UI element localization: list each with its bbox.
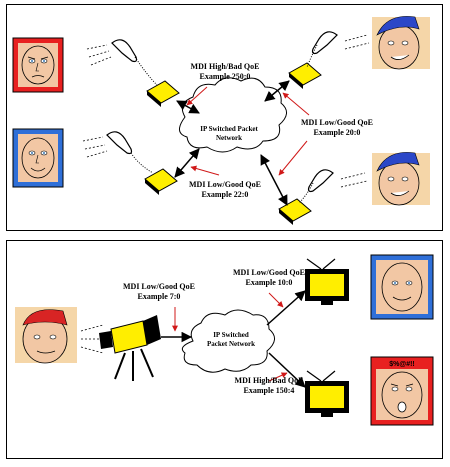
connection-arrow <box>174 148 200 178</box>
mdi-label-line1: MDI Low/Good QoE <box>123 282 195 291</box>
mdi-label-line2: Example 20:0 <box>314 128 361 137</box>
mdi-label-line1: MDI Low/Good QoE <box>233 268 305 277</box>
voip-diagram-panel: IP Switched Packet Network <box>6 4 443 231</box>
video-camera-icon <box>99 315 161 381</box>
happy-user-face-left <box>12 128 64 188</box>
angry-shout-text: $%@#!! <box>389 361 415 368</box>
phone-handset-icon <box>86 39 138 66</box>
voip-diagram-canvas: IP Switched Packet Network <box>12 16 430 225</box>
television-icon <box>305 258 349 305</box>
connection-arrow <box>268 352 306 388</box>
mdi-label-line2: Example 22:0 <box>202 190 249 199</box>
mdi-label-line1: MDI Low/Good QoE <box>301 118 373 127</box>
ip-network-cloud: IP Switched Packet Network <box>179 77 287 153</box>
happy-user-face-cap-top <box>372 16 430 70</box>
measurement-pointer-arrow <box>268 292 284 308</box>
phone-handset-icon <box>307 169 368 193</box>
unhappy-user-face <box>12 37 64 93</box>
phone-base-icon <box>146 80 180 107</box>
angry-viewer-face: $%@#!! <box>370 356 434 426</box>
happy-user-face-cap-right <box>372 152 430 206</box>
cloud-label-line2: Network <box>216 134 242 142</box>
phone-base-icon <box>278 198 312 225</box>
measurement-pointer-arrow <box>278 140 308 176</box>
iptv-diagram-canvas: IP Switched Packet Network $%@#!! <box>15 254 434 426</box>
mdi-label-line1: MDI Low/Good QoE <box>189 180 261 189</box>
connection-arrow <box>176 100 200 114</box>
phone-handset-icon <box>82 131 133 158</box>
measurement-pointer-arrow <box>186 86 208 106</box>
connection-arrow <box>260 154 288 206</box>
mdi-label-line1: MDI High/Bad QoE <box>191 62 260 71</box>
iptv-diagram-panel: IP Switched Packet Network $%@#!! <box>6 240 443 459</box>
cloud-label-line1: IP Switched Packet <box>200 125 258 133</box>
mdi-label-line2: Example 7:0 <box>138 292 181 301</box>
mdi-label-line2: Example 250:0 <box>200 72 251 81</box>
mdi-label-line2: Example 150:4 <box>244 386 295 395</box>
happy-viewer-face <box>370 254 434 320</box>
cloud-label-line1: IP Switched <box>213 331 249 339</box>
connection-arrow <box>266 290 306 326</box>
phone-handset-icon <box>311 31 370 55</box>
phone-base-icon <box>288 62 322 89</box>
cloud-label-line2: Packet Network <box>207 340 255 348</box>
broadcaster-face-cap <box>15 307 77 364</box>
phone-base-icon <box>144 168 178 195</box>
mdi-label-line2: Example 10:0 <box>246 278 293 287</box>
measurement-pointer-arrow <box>190 165 220 176</box>
measurement-pointer-arrow <box>268 372 288 382</box>
measurement-pointer-arrow <box>282 92 310 116</box>
ip-network-cloud: IP Switched Packet Network <box>181 309 275 373</box>
mdi-label-line1: MDI High/Bad QoE <box>235 376 304 385</box>
television-icon <box>305 370 349 417</box>
connection-arrow <box>264 80 290 102</box>
